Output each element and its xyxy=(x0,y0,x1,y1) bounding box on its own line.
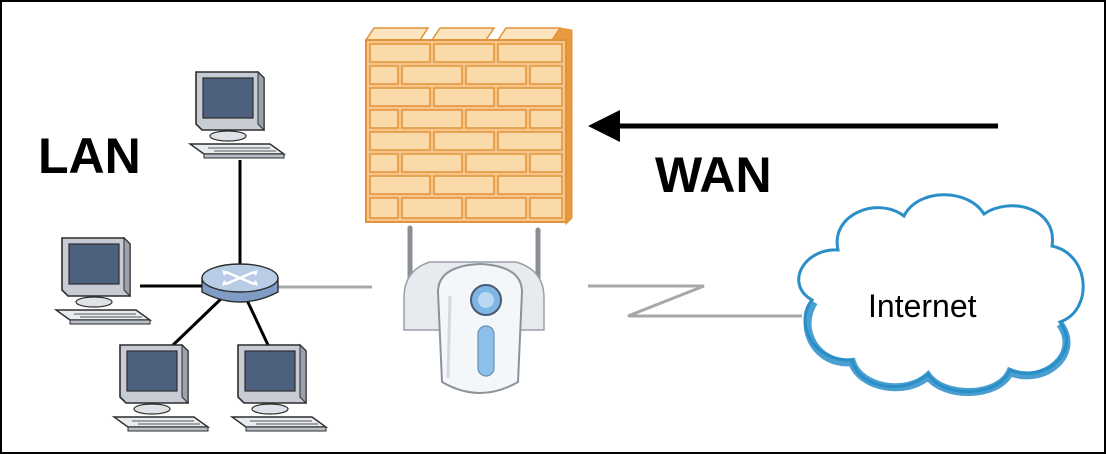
wan-label: WAN xyxy=(655,150,772,200)
internet-label: Internet xyxy=(868,290,977,322)
router-icon xyxy=(202,264,278,302)
firewall-icon xyxy=(366,28,572,224)
lan-label: LAN xyxy=(38,131,141,181)
